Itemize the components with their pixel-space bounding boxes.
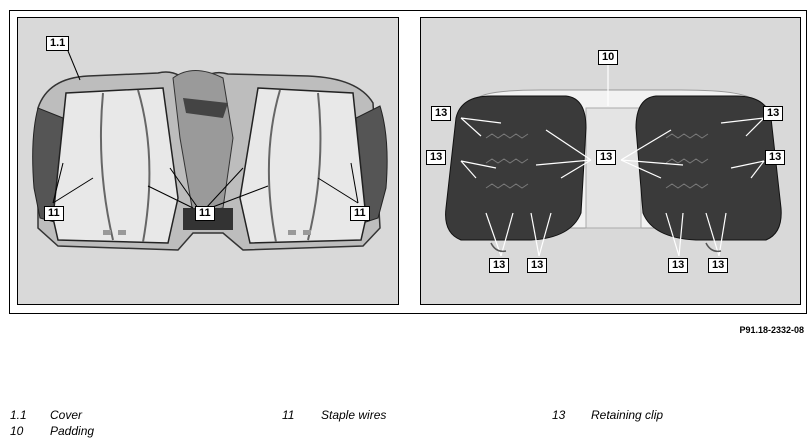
callout-retaining-clip-5: 13 — [765, 150, 786, 165]
callout-retaining-clip-2: 13 — [426, 150, 447, 165]
legend-item-staple-wires: 11 Staple wires — [282, 408, 532, 422]
legend-text: Retaining clip — [591, 408, 664, 422]
figure-code: P91.18-2332-08 — [739, 325, 804, 335]
legend-text: Cover — [50, 408, 83, 422]
callout-staple-wires-right: 11 — [350, 206, 370, 221]
legend-number: 11 — [282, 408, 295, 422]
callout-padding: 10 — [598, 50, 619, 65]
callout-cover: 1.1 — [46, 36, 70, 51]
legend-item-retaining-clip: 13 Retaining clip — [552, 408, 802, 422]
legend-text: Staple wires — [321, 408, 387, 422]
callout-retaining-clip-3: 13 — [596, 150, 617, 165]
callout-staple-wires-center: 11 — [195, 206, 215, 221]
legend-text: Padding — [50, 424, 95, 438]
callout-retaining-clip-1: 13 — [431, 106, 452, 121]
legend-item-padding: 10 Padding — [10, 424, 270, 438]
callout-retaining-clip-9: 13 — [708, 258, 729, 273]
seat-padding-illustration — [445, 63, 782, 257]
callout-retaining-clip-6: 13 — [489, 258, 510, 273]
callout-retaining-clip-7: 13 — [527, 258, 548, 273]
legend-number: 13 — [552, 408, 566, 422]
seat-padding-photo: 10 13 13 13 13 13 13 13 13 13 — [420, 17, 801, 305]
legend-number: 1.1 — [10, 408, 27, 422]
callout-retaining-clip-4: 13 — [763, 106, 784, 121]
callout-retaining-clip-8: 13 — [668, 258, 689, 273]
seat-cover-photo: 1.1 11 11 11 — [17, 17, 399, 305]
callout-staple-wires-left: 11 — [44, 206, 64, 221]
legend-item-cover: 1.1 Cover — [10, 408, 270, 422]
legend-number: 10 — [10, 424, 24, 438]
seat-cover-illustration — [32, 50, 388, 251]
